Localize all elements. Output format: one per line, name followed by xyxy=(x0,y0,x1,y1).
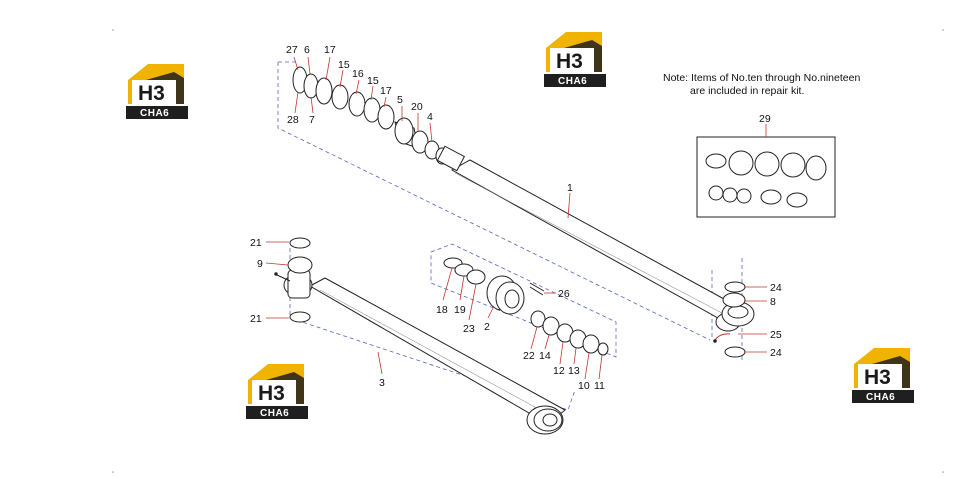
callout-8: 8 xyxy=(770,296,776,308)
svg-text:CHA6: CHA6 xyxy=(866,392,895,403)
svg-text:H3: H3 xyxy=(258,382,285,405)
brand-logo: H3 CHA6 xyxy=(246,360,308,420)
brand-logo-icon: H3 CHA6 xyxy=(246,364,308,419)
svg-text:H3: H3 xyxy=(864,366,891,389)
svg-text:CHA6: CHA6 xyxy=(558,76,587,87)
callout-14: 14 xyxy=(539,350,551,362)
brand-logo-icon: H3 CHA6 xyxy=(126,64,188,119)
dashed-assembly-guides xyxy=(277,61,743,411)
repair-kit-box xyxy=(696,136,836,218)
brand-logo-icon: H3 CHA6 xyxy=(852,348,914,403)
svg-text:H3: H3 xyxy=(138,82,165,105)
svg-text:CHA6: CHA6 xyxy=(140,108,169,119)
callout-17: 17 xyxy=(324,44,336,56)
callout-12: 12 xyxy=(553,365,565,377)
brand-logo-icon: H3 CHA6 xyxy=(544,32,606,87)
callout-26: 26 xyxy=(558,288,570,300)
callout-18: 18 xyxy=(436,304,448,316)
callout-22: 22 xyxy=(523,350,535,362)
callout-28: 28 xyxy=(287,114,299,126)
callout-5: 5 xyxy=(397,94,403,106)
piston-parts xyxy=(443,257,609,356)
callout-labels: 27 6 17 15 16 15 17 5 20 4 28 7 1 21 9 2… xyxy=(250,44,782,392)
callout-1: 1 xyxy=(567,182,573,194)
callout-27: 27 xyxy=(286,44,298,56)
callout-11: 11 xyxy=(594,380,605,392)
callout-13: 13 xyxy=(568,365,580,377)
callout-19: 19 xyxy=(454,304,466,316)
brand-logo: H3 CHA6 xyxy=(544,28,606,88)
callout-24: 24 xyxy=(770,282,782,294)
callout-9: 9 xyxy=(257,258,263,270)
callout-21-b: 21 xyxy=(250,313,262,325)
note-line-2: are included in repair kit. xyxy=(690,85,805,97)
callout-21: 21 xyxy=(250,237,262,249)
callout-4: 4 xyxy=(427,111,433,123)
callout-10: 10 xyxy=(578,380,590,392)
leader-lines xyxy=(265,56,767,380)
repair-kit-note: Note: Items of No.ten through No.ninetee… xyxy=(630,72,900,98)
svg-text:H3: H3 xyxy=(556,50,583,73)
callout-6: 6 xyxy=(304,44,310,56)
callout-29: 29 xyxy=(759,113,771,125)
callout-16: 16 xyxy=(352,68,364,80)
brand-logo: H3 CHA6 xyxy=(126,60,188,120)
callout-24-b: 24 xyxy=(770,347,782,359)
callout-15-b: 15 xyxy=(367,75,379,87)
callout-2: 2 xyxy=(484,321,490,333)
callout-17-b: 17 xyxy=(380,85,392,97)
callout-7: 7 xyxy=(309,114,315,126)
callout-15: 15 xyxy=(338,59,350,71)
corner-marks xyxy=(112,29,944,473)
note-line-1: Note: Items of No.ten through No.ninetee… xyxy=(663,72,861,84)
svg-text:CHA6: CHA6 xyxy=(260,408,289,419)
callout-25: 25 xyxy=(770,329,782,341)
callout-3: 3 xyxy=(379,377,385,389)
callout-23: 23 xyxy=(463,323,475,335)
brand-logo: H3 CHA6 xyxy=(852,344,914,404)
callout-20: 20 xyxy=(411,101,423,113)
cylinder-tube xyxy=(274,237,566,435)
bushing-parts xyxy=(722,281,746,358)
